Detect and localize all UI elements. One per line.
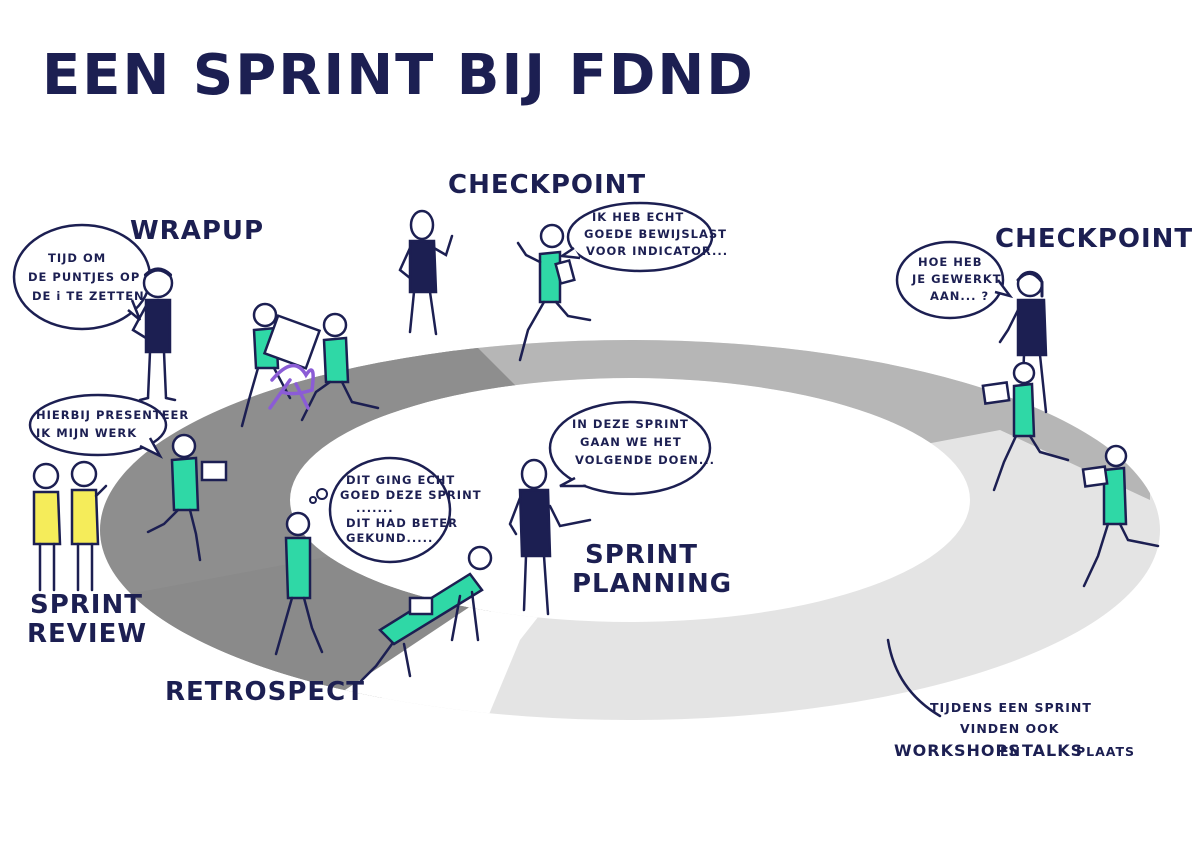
figure-wrapup-person (131, 267, 177, 402)
bubble-checkpoint-2-line-2: JE GEWERKT (911, 272, 1002, 286)
label-sprint-planning-1: SPRINT (585, 540, 698, 570)
bubble-planning-line-1: IN DEZE SPRINT (572, 417, 689, 431)
figure-retrospect-thinker (274, 511, 324, 656)
figure-review-presenter (146, 433, 228, 562)
bubble-checkpoint-1-line-1: IK HEB ECHT (592, 210, 684, 224)
footnote-talks: TALKS (1022, 741, 1083, 760)
figure-review-audience (32, 460, 108, 592)
label-retrospect: RETROSPECT (165, 677, 365, 707)
bubble-retrospect-line-5: GEKUND..... (346, 531, 433, 545)
bubble-checkpoint-2: HOE HEB JE GEWERKT AAN... ? (895, 240, 1014, 320)
figure-wrapup-ribbon-pair (240, 302, 380, 428)
bubble-retrospect-line-3: ....... (356, 501, 394, 515)
label-sprint-review-1: SPRINT (30, 590, 143, 620)
bubble-review-line-2: IK MIJN WERK (36, 426, 137, 440)
figure-checkpoint-2-standing (998, 270, 1048, 414)
bubble-planning-line-2: GAAN WE HET (580, 435, 682, 449)
bubble-wrapup-line-3: DE i TE ZETTEN (32, 289, 145, 303)
bubble-planning-line-3: VOLGENDE DOEN... (575, 453, 715, 467)
bubble-review: HIERBIJ PRESENTEER IK MIJN WERK (28, 393, 189, 459)
label-sprint-review-2: REVIEW (27, 619, 147, 649)
footnote-pointer (886, 638, 942, 718)
label-checkpoint-1: CHECKPOINT (448, 170, 646, 200)
bubble-retrospect-line-4: DIT HAD BETER (346, 516, 458, 530)
bubble-checkpoint-1: IK HEB ECHT GOEDE BEWIJSLAST VOOR INDICA… (558, 201, 728, 273)
footnote-plaats: PLAATS (1076, 744, 1135, 759)
footnote-workshops: WORKSHOPS (894, 741, 1021, 760)
bubble-checkpoint-1-line-3: VOOR INDICATOR... (586, 244, 728, 258)
bubble-wrapup: TIJD OM DE PUNTJES OP DE i TE ZETTEN (12, 223, 152, 331)
bubble-wrapup-line-2: DE PUNTJES OP (28, 270, 140, 284)
page-title: EEN SPRINT BIJ FDND (42, 43, 755, 108)
footnote: TIJDENS EEN SPRINT VINDEN OOK WORKSHOPS … (886, 638, 1135, 760)
figure-checkpoint-runner (516, 223, 592, 362)
figure-planning-speaker (508, 458, 592, 616)
bubble-retrospect-line-2: GOED DEZE SPRINT (340, 488, 482, 502)
bubble-planning: IN DEZE SPRINT GAAN WE HET VOLGENDE DOEN… (548, 400, 715, 496)
figure-retrospect-lying-pair (358, 545, 493, 684)
label-checkpoint-2: CHECKPOINT (995, 224, 1193, 254)
label-wrapup: WRAPUP (130, 216, 264, 246)
figure-right-laptop-runner (1081, 444, 1160, 588)
bubble-retrospect: DIT GING ECHT GOED DEZE SPRINT ....... D… (309, 456, 482, 564)
bubble-checkpoint-2-line-1: HOE HEB (918, 255, 983, 269)
figure-checkpoint-2-laptop (981, 361, 1070, 492)
footnote-line-1: TIJDENS EEN SPRINT (930, 700, 1092, 715)
footnote-line-2: VINDEN OOK (960, 721, 1060, 736)
bubble-checkpoint-2-line-3: AAN... ? (930, 289, 989, 303)
label-sprint-planning-2: PLANNING (572, 569, 732, 599)
bubble-retrospect-line-1: DIT GING ECHT (346, 473, 455, 487)
bubble-wrapup-line-1: TIJD OM (48, 251, 106, 265)
bubble-checkpoint-1-line-2: GOEDE BEWIJSLAST (584, 227, 727, 241)
footnote-en: EN (1000, 744, 1021, 759)
bubble-review-line-1: HIERBIJ PRESENTEER (36, 408, 189, 422)
figure-checkpoint-standing (398, 209, 454, 336)
